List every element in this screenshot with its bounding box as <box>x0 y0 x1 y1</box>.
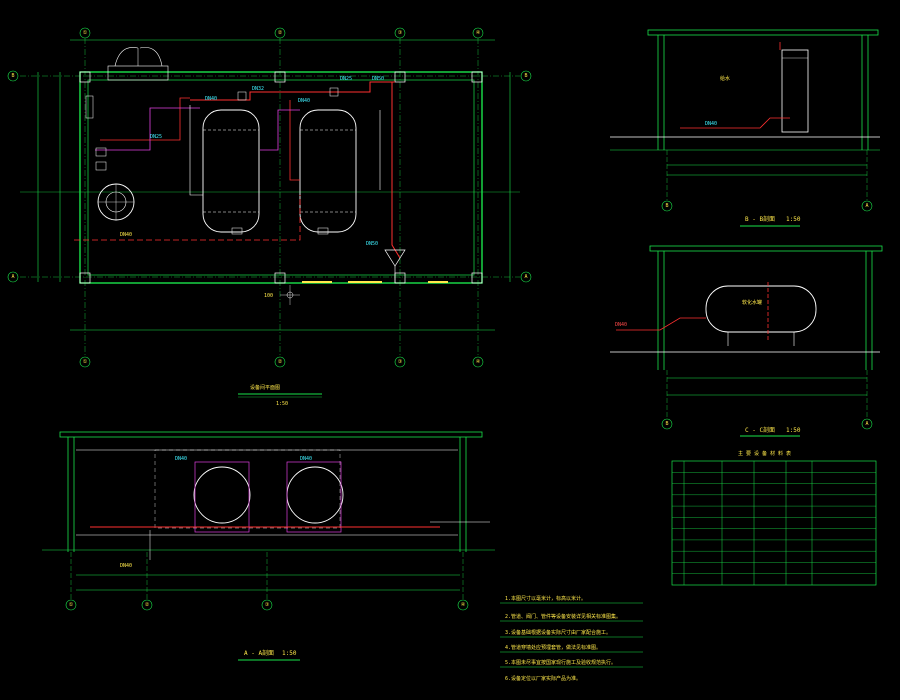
grid-label: ① <box>83 359 88 365</box>
section-c-title: C - C剖面 <box>745 426 775 434</box>
section-b-title: B - B剖面 <box>745 215 775 223</box>
svg-text:DN40: DN40 <box>705 121 717 127</box>
svg-text:2.管道、阀门、管件等设备安装详见相关标准图集。: 2.管道、阀门、管件等设备安装详见相关标准图集。 <box>505 613 621 620</box>
equipment-table: 主 要 设 备 材 料 表 <box>671 450 877 586</box>
section-a-view: ① ② ③ ④ A - A剖面 1:50 DN40 DN40 DN40 <box>42 431 495 661</box>
svg-text:5.本图未尽事宜按国家现行施工及验收规范执行。: 5.本图未尽事宜按国家现行施工及验收规范执行。 <box>505 659 616 666</box>
svg-text:6.设备定位以厂家实际产品为准。: 6.设备定位以厂家实际产品为准。 <box>505 675 581 682</box>
section-b-scale: 1:50 <box>786 216 801 223</box>
table-title: 主 要 设 备 材 料 表 <box>738 450 791 457</box>
svg-text:设备间平面图: 设备间平面图 <box>250 384 280 391</box>
svg-text:DN32: DN32 <box>252 86 264 92</box>
svg-text:3.设备基础根据设备实际尺寸由厂家配合施工。: 3.设备基础根据设备实际尺寸由厂家配合施工。 <box>505 629 611 636</box>
grid-label: A <box>865 421 868 427</box>
svg-text:DN50: DN50 <box>366 241 378 247</box>
svg-text:DN40: DN40 <box>175 456 187 462</box>
svg-text:DN50: DN50 <box>372 76 384 82</box>
svg-text:4.管道穿墙处应预埋套管，做法见标准图。: 4.管道穿墙处应预埋套管，做法见标准图。 <box>505 644 601 651</box>
svg-text:DN40: DN40 <box>615 322 627 328</box>
grid-label: ③ <box>265 602 270 608</box>
grid-label: ② <box>145 602 150 608</box>
section-c-view: B A C - C剖面 1:50 软化水罐 DN40 <box>610 245 883 437</box>
svg-text:软化水罐: 软化水罐 <box>742 299 762 306</box>
svg-text:1.本图尺寸以毫米计，标高以米计。: 1.本图尺寸以毫米计，标高以米计。 <box>505 595 586 602</box>
grid-label: ① <box>83 30 88 36</box>
section-a-scale: 1:50 <box>282 650 297 657</box>
grid-label: B <box>665 203 668 209</box>
grid-label: A <box>865 203 868 209</box>
section-b-view: B A B - B剖面 1:50 DN40 给水 <box>610 29 880 227</box>
svg-text:DN25: DN25 <box>340 76 352 82</box>
svg-text:给水: 给水 <box>720 75 730 82</box>
section-c-scale: 1:50 <box>786 427 801 434</box>
section-a-title: A - A剖面 <box>244 649 274 657</box>
notes-block: 1.本图尺寸以毫米计，标高以米计。 2.管道、阀门、管件等设备安装详见相关标准图… <box>500 595 643 682</box>
grid-label: A <box>11 274 14 280</box>
grid-label: ② <box>278 359 283 365</box>
grid-label: ④ <box>476 359 481 365</box>
svg-text:DN40: DN40 <box>205 96 217 102</box>
svg-text:DN40: DN40 <box>120 563 132 569</box>
svg-text:DN40: DN40 <box>298 98 310 104</box>
grid-label: ④ <box>461 602 466 608</box>
grid-label: ③ <box>398 359 403 365</box>
plan-scale: 1:50 <box>276 401 288 407</box>
table-rows <box>672 472 876 574</box>
svg-text:DN40: DN40 <box>300 456 312 462</box>
plan-center-label: 100 <box>264 293 273 299</box>
plan-grid-bubbles: ① ② ③ ④ ① ② ③ ④ B A B A <box>7 27 532 368</box>
grid-label: B <box>665 421 668 427</box>
svg-text:DN25: DN25 <box>150 134 162 140</box>
grid-label: ② <box>278 30 283 36</box>
plan-view: DN40 DN32 DN25 DN50 DN25 DN50 DN40 DN40 … <box>20 38 520 407</box>
grid-label: B <box>524 73 527 79</box>
grid-label: ④ <box>476 30 481 36</box>
grid-label: ③ <box>398 30 403 36</box>
grid-label: ① <box>69 602 74 608</box>
grid-label: B <box>11 73 14 79</box>
svg-text:DN40: DN40 <box>120 232 132 238</box>
grid-label: A <box>524 274 527 280</box>
